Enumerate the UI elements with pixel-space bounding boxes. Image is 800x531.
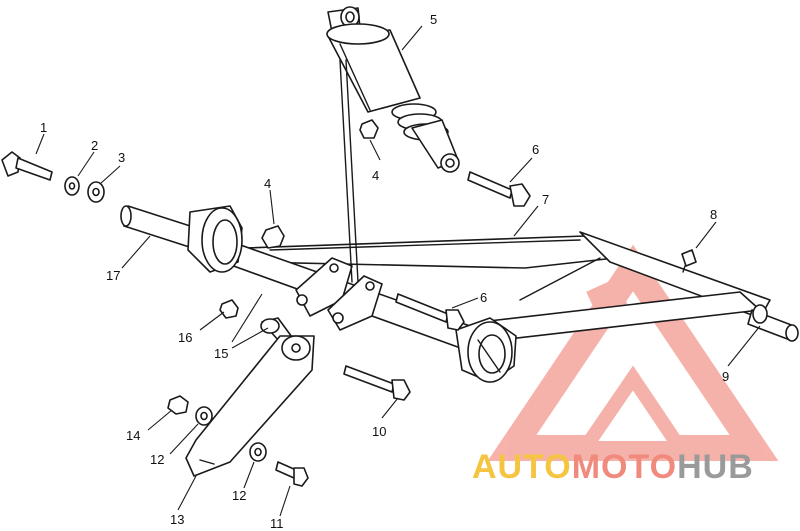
washer-3 — [87, 181, 105, 203]
bolt-6-bracket — [395, 293, 465, 331]
shock-absorber — [326, 6, 460, 283]
callout-16: 16 — [178, 330, 192, 345]
washer-2 — [64, 176, 80, 196]
watermark-auto: AUTO — [472, 448, 572, 486]
callout-labels: 1 2 3 4 4 5 6 6 7 8 9 10 11 12 12 13 14 … — [40, 12, 729, 531]
mounting-brackets — [295, 257, 383, 331]
front-cross-shaft — [120, 205, 471, 351]
left-bushing — [187, 205, 243, 273]
callout-11: 11 — [270, 516, 284, 531]
bolt-6-shock — [467, 171, 531, 207]
watermark-hub: HUB — [677, 448, 754, 486]
bolt-10 — [343, 365, 411, 401]
svg-text:AUTOMOTOHUB: AUTOMOTOHUB — [472, 448, 754, 486]
callout-2: 2 — [91, 138, 98, 153]
watermark-moto: MOTO — [572, 448, 677, 486]
callout-6-bracket: 6 — [480, 290, 487, 305]
callout-5: 5 — [430, 12, 437, 27]
bolt-1 — [1, 151, 53, 181]
callout-7: 7 — [542, 192, 549, 207]
nut-16 — [219, 299, 239, 319]
leader-lines — [35, 25, 761, 517]
callout-6-shock: 6 — [532, 142, 539, 157]
callout-4-frame: 4 — [264, 176, 271, 191]
right-bushing — [455, 317, 517, 383]
callout-13: 13 — [170, 512, 184, 527]
callout-4-shock: 4 — [372, 168, 379, 183]
rear-shaft — [747, 304, 799, 342]
watermark-text: AUTOMOTOHUB — [472, 448, 754, 486]
watermark-logo — [487, 244, 779, 461]
bolt-11 — [275, 461, 309, 487]
callout-15: 15 — [214, 346, 228, 361]
nut-14 — [167, 395, 189, 415]
callout-10: 10 — [372, 424, 386, 439]
link-arm — [185, 317, 315, 477]
callout-12-upper: 12 — [150, 452, 164, 467]
callout-8: 8 — [710, 207, 717, 222]
grease-fitting — [681, 249, 697, 273]
callout-1: 1 — [40, 120, 47, 135]
callout-14: 14 — [126, 428, 140, 443]
callout-17: 17 — [106, 268, 120, 283]
callout-12-lower: 12 — [232, 488, 246, 503]
nut-4-frame — [261, 225, 285, 249]
callout-9: 9 — [722, 369, 729, 384]
nut-4-shock — [359, 119, 379, 139]
washer-12-upper — [195, 406, 213, 426]
washer-12-lower — [249, 442, 267, 462]
callout-3: 3 — [118, 150, 125, 165]
